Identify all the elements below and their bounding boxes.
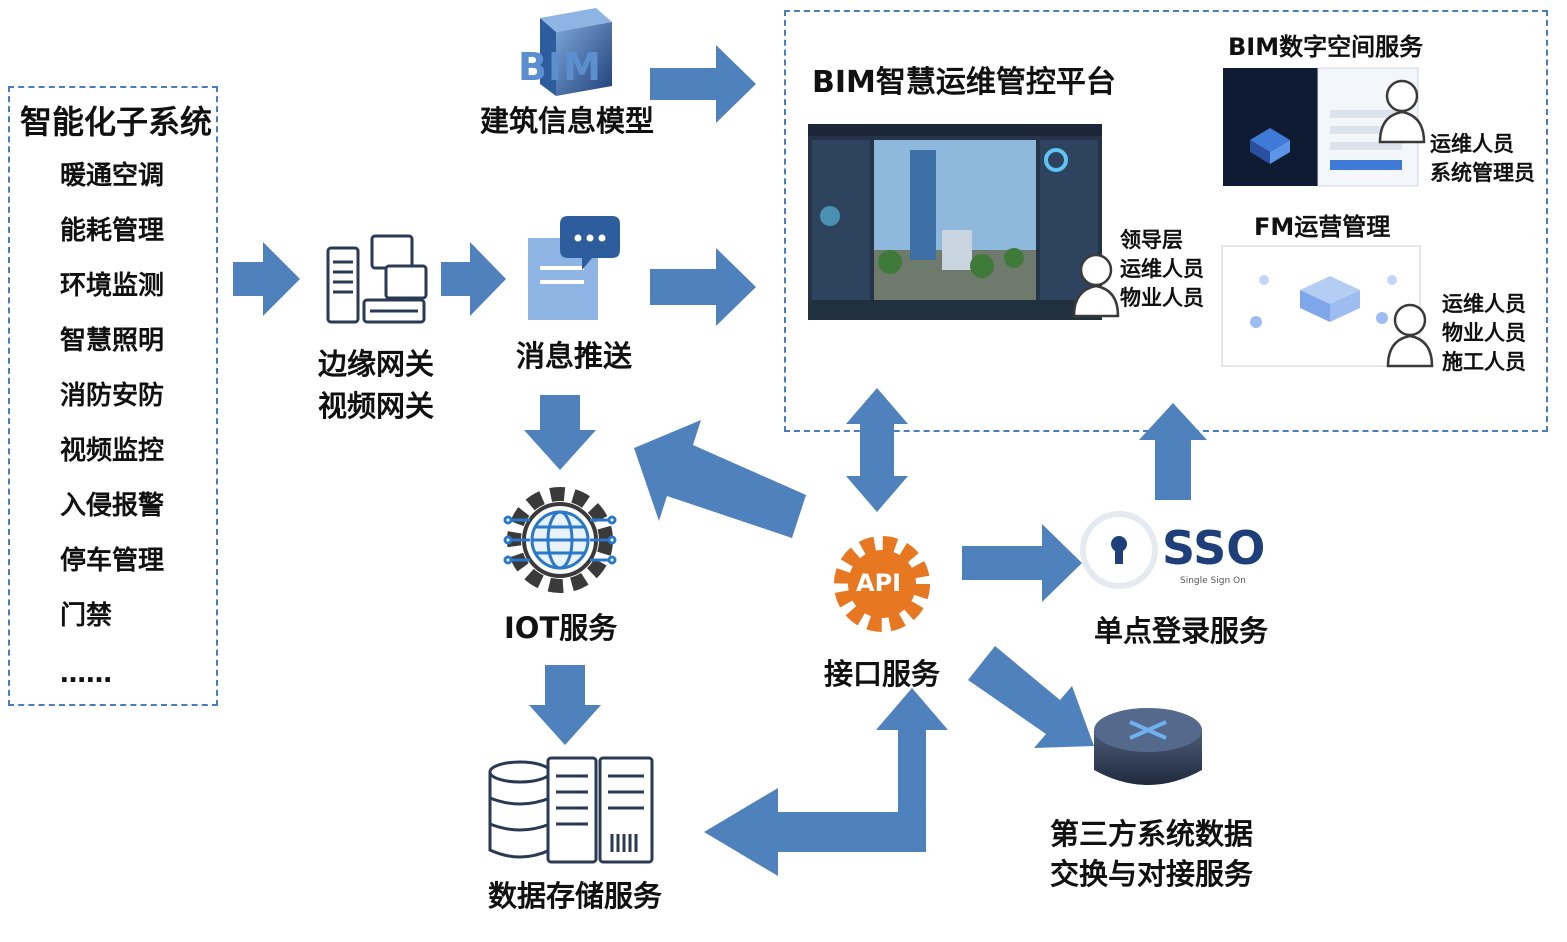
iot-label: IOT服务 — [504, 611, 618, 645]
bim-space-roles: 运维人员 系统管理员 — [1430, 130, 1535, 188]
arrow-storage-api — [704, 688, 948, 876]
subsystem-item: 门禁 — [60, 601, 113, 631]
router-icon — [1094, 708, 1202, 785]
arrow-iot-to-storage — [529, 665, 601, 745]
thirdparty-label-line1: 第三方系统数据 — [1050, 817, 1254, 851]
subsystem-item: 停车管理 — [60, 546, 165, 576]
fm-roles: 运维人员 物业人员 施工人员 — [1442, 290, 1526, 377]
thirdparty-label-line2: 交换与对接服务 — [1050, 857, 1254, 891]
subsystem-item: …… — [60, 659, 112, 689]
fm-screenshot — [1221, 245, 1421, 367]
platform-roles: 领导层 运维人员 物业人员 — [1120, 226, 1204, 313]
gateway-label-video: 视频网关 — [318, 389, 435, 423]
arrow-api-to-sso — [962, 524, 1082, 602]
message-label: 消息推送 — [516, 339, 633, 373]
fm-title: FM运营管理 — [1254, 213, 1391, 241]
arrow-message-to-iot — [524, 395, 596, 470]
arrow-sso-to-platform — [1139, 403, 1207, 500]
sso-lock-icon — [1080, 511, 1158, 589]
iot-globe-gear-icon — [503, 487, 617, 593]
bim-space-title: BIM数字空间服务 — [1228, 33, 1424, 61]
message-icon — [528, 216, 620, 320]
platform-dashboard-screenshot — [808, 124, 1102, 320]
subsystem-item: 智慧照明 — [60, 326, 165, 356]
api-gear-icon — [834, 536, 930, 632]
gateway-label-edge: 边缘网关 — [318, 347, 435, 381]
arrow-api-to-thirdparty — [968, 646, 1094, 748]
person-icon — [1072, 253, 1120, 318]
sso-label: 单点登录服务 — [1094, 614, 1269, 648]
role-label: 运维人员 — [1442, 292, 1526, 316]
subsystem-item: 消防安防 — [60, 381, 165, 411]
arrow-api-to-iot — [634, 420, 806, 538]
arrow-message-to-platform — [650, 248, 756, 326]
subsystems-panel — [8, 86, 218, 706]
subsystem-item: 环境监测 — [60, 271, 165, 301]
storage-label: 数据存储服务 — [488, 879, 663, 913]
arrow-bim-to-platform — [650, 45, 756, 123]
bim-logo-text: BIM — [518, 45, 602, 89]
gateway-icon — [326, 234, 428, 324]
sso-logo-text: SSO — [1162, 521, 1266, 575]
subsystem-item: 暖通空调 — [60, 161, 165, 191]
role-label: 系统管理员 — [1430, 161, 1535, 185]
role-label: 领导层 — [1120, 228, 1183, 252]
bim-label: 建筑信息模型 — [480, 104, 655, 138]
subsystem-item: 入侵报警 — [60, 491, 165, 521]
platform-title: BIM智慧运维管控平台 — [812, 65, 1116, 100]
person-icon — [1386, 303, 1434, 368]
subsystem-item: 视频监控 — [60, 436, 165, 466]
arrow-api-platform-bidirectional — [846, 388, 908, 512]
api-icon-text: API — [856, 569, 902, 597]
api-label: 接口服务 — [824, 657, 941, 691]
subsystems-title: 智能化子系统 — [20, 103, 213, 141]
sso-subtitle: Single Sign On — [1180, 576, 1246, 586]
arrow-gateway-to-message — [441, 242, 506, 316]
storage-database-icon — [488, 756, 654, 864]
role-label: 施工人员 — [1442, 350, 1526, 374]
arrow-subsystems-to-gateway — [233, 242, 300, 316]
bim-icon — [540, 8, 612, 96]
subsystem-item: 能耗管理 — [60, 216, 165, 246]
person-icon — [1378, 79, 1426, 144]
role-label: 运维人员 — [1430, 132, 1514, 156]
role-label: 物业人员 — [1120, 286, 1204, 310]
role-label: 物业人员 — [1442, 321, 1526, 345]
role-label: 运维人员 — [1120, 257, 1204, 281]
